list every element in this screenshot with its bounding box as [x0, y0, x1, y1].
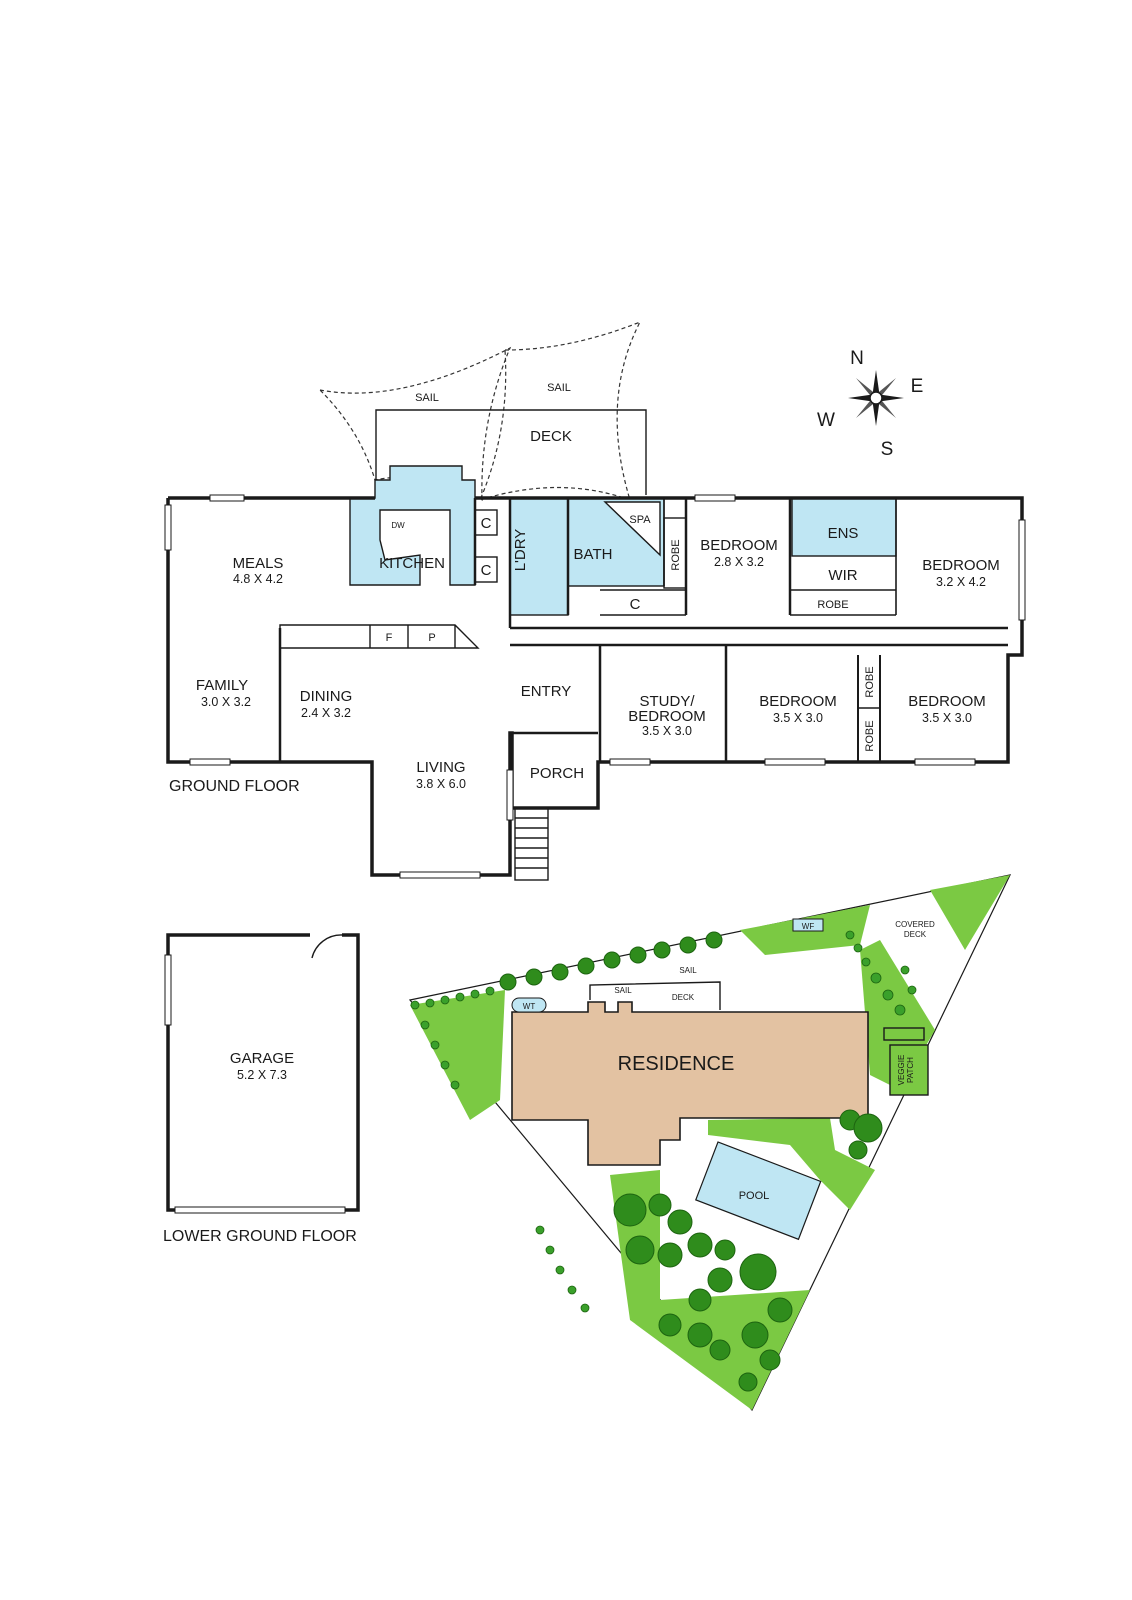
interior-walls: [278, 498, 1008, 762]
dining-dims: 2.4 X 3.2: [301, 706, 351, 720]
windows: [164, 494, 1026, 879]
closet-c1: [474, 509, 498, 536]
covered-deck-label-2: DECK: [904, 930, 927, 939]
ground-floor-title: GROUND FLOOR: [169, 778, 300, 795]
garage-plan: [164, 933, 360, 1214]
deck-label: DECK: [530, 428, 572, 445]
master-bedroom-label: BEDROOM: [922, 557, 1000, 574]
robe-label-1: ROBE: [670, 539, 682, 570]
study-dims: 3.5 X 3.0: [642, 724, 692, 738]
wood-fire-label: WF: [802, 922, 815, 931]
closet-label-1: C: [481, 515, 492, 532]
robe-box-1: [663, 517, 687, 589]
bedroom-3-dims: 3.5 X 3.0: [773, 711, 823, 725]
site-trees: [499, 931, 883, 1392]
site-plan: [408, 874, 1012, 1412]
sail-label-1: SAIL: [415, 392, 439, 404]
bedroom-4-label: BEDROOM: [908, 693, 986, 710]
walk-in-robe-label: WIR: [828, 567, 857, 584]
porch-stairs: [514, 807, 549, 881]
site-shrubs: [410, 930, 917, 1313]
pool-label: POOL: [739, 1190, 770, 1202]
master-bedroom-dims: 3.2 X 4.2: [936, 575, 986, 589]
ground-floor-plan: [164, 320, 1026, 881]
closet-label-3: C: [630, 596, 641, 613]
residence-label: RESIDENCE: [618, 1053, 735, 1075]
compass-west: W: [817, 410, 835, 431]
laundry-floor: [509, 497, 569, 616]
lower-ground-floor-title: LOWER GROUND FLOOR: [163, 1228, 357, 1245]
kitchen-floor: [349, 465, 476, 586]
site-deck-label: DECK: [672, 993, 695, 1002]
garage-label: GARAGE: [230, 1050, 294, 1067]
ensuite-label: ENS: [828, 525, 859, 542]
kitchen-bench: [279, 624, 480, 649]
ensuite-floor: [791, 497, 897, 557]
meals-label: MEALS: [233, 555, 284, 572]
veggie-patch-label-1: VEGGIE: [897, 1055, 906, 1086]
closet-label-2: C: [481, 562, 492, 579]
laundry-label: L'DRY: [512, 529, 529, 572]
residence-footprint: [511, 1001, 869, 1166]
robe-label-2: ROBE: [864, 666, 876, 697]
sail-label-2: SAIL: [547, 382, 571, 394]
covered-deck-label-1: COVERED: [895, 920, 935, 929]
bedroom-3-label: BEDROOM: [759, 693, 837, 710]
bedroom-4-dims: 3.5 X 3.0: [922, 711, 972, 725]
bedroom-2-label: BEDROOM: [700, 537, 778, 554]
veggie-patch-label-2: PATCH: [906, 1057, 915, 1083]
family-dims: 3.0 X 3.2: [201, 695, 251, 709]
garage-dims: 5.2 X 7.3: [237, 1068, 287, 1082]
dishwasher-label: DW: [391, 521, 405, 530]
deck-outline: [375, 409, 647, 495]
family-label: FAMILY: [196, 677, 248, 694]
robe-label-3: ROBE: [864, 720, 876, 751]
bedroom-2-dims: 2.8 X 3.2: [714, 555, 764, 569]
study-label-line2: BEDROOM: [628, 708, 706, 725]
site-sail-label-1: SAIL: [679, 966, 697, 975]
spa-label: SPA: [629, 514, 651, 526]
study-label-line1: STUDY/: [639, 693, 695, 710]
compass-rose: [848, 370, 904, 426]
site-sail-label-2: SAIL: [614, 986, 632, 995]
entry-label: ENTRY: [521, 683, 572, 700]
pantry-label: P: [428, 632, 435, 644]
kitchen-label: KITCHEN: [379, 555, 445, 572]
fridge-label: F: [386, 632, 393, 644]
dining-label: DINING: [300, 688, 353, 705]
water-tank-label: WT: [523, 1002, 536, 1011]
living-dims: 3.8 X 6.0: [416, 777, 466, 791]
meals-dims: 4.8 X 4.2: [233, 572, 283, 586]
compass-east: E: [911, 376, 924, 397]
porch-label: PORCH: [530, 765, 584, 782]
bath-label: BATH: [574, 546, 613, 563]
sail-shades: [318, 320, 642, 501]
compass-north: N: [850, 348, 864, 369]
closet-c2: [474, 556, 498, 583]
pool-shape: [695, 1141, 822, 1241]
spa-tub: [603, 501, 661, 557]
robe-label-h: ROBE: [817, 599, 848, 611]
compass-south: S: [881, 439, 894, 460]
living-label: LIVING: [416, 759, 465, 776]
